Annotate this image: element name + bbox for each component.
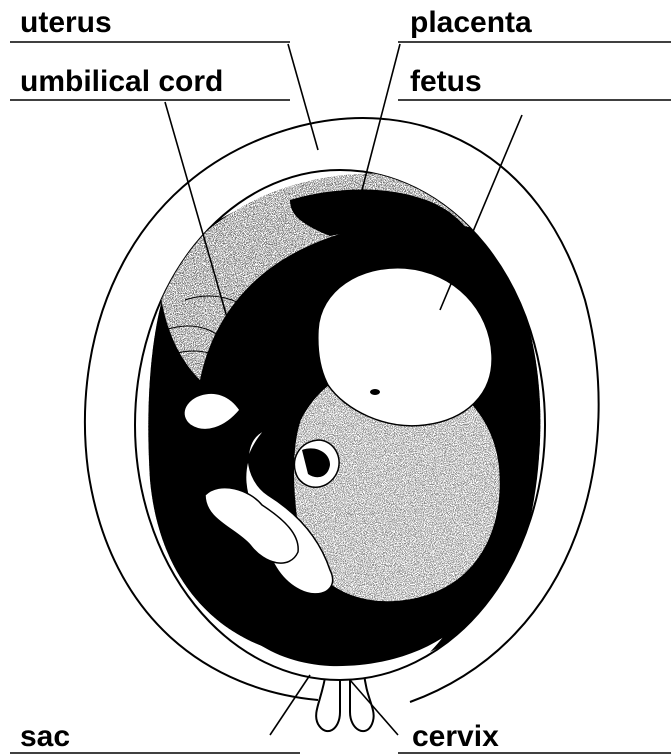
label-umbilical-cord: umbilical cord [20, 65, 223, 98]
label-sac: sac [20, 720, 70, 753]
label-uterus: uterus [20, 6, 112, 39]
label-fetus: fetus [410, 65, 482, 98]
label-cervix: cervix [412, 720, 499, 753]
label-placenta: placenta [410, 6, 532, 39]
